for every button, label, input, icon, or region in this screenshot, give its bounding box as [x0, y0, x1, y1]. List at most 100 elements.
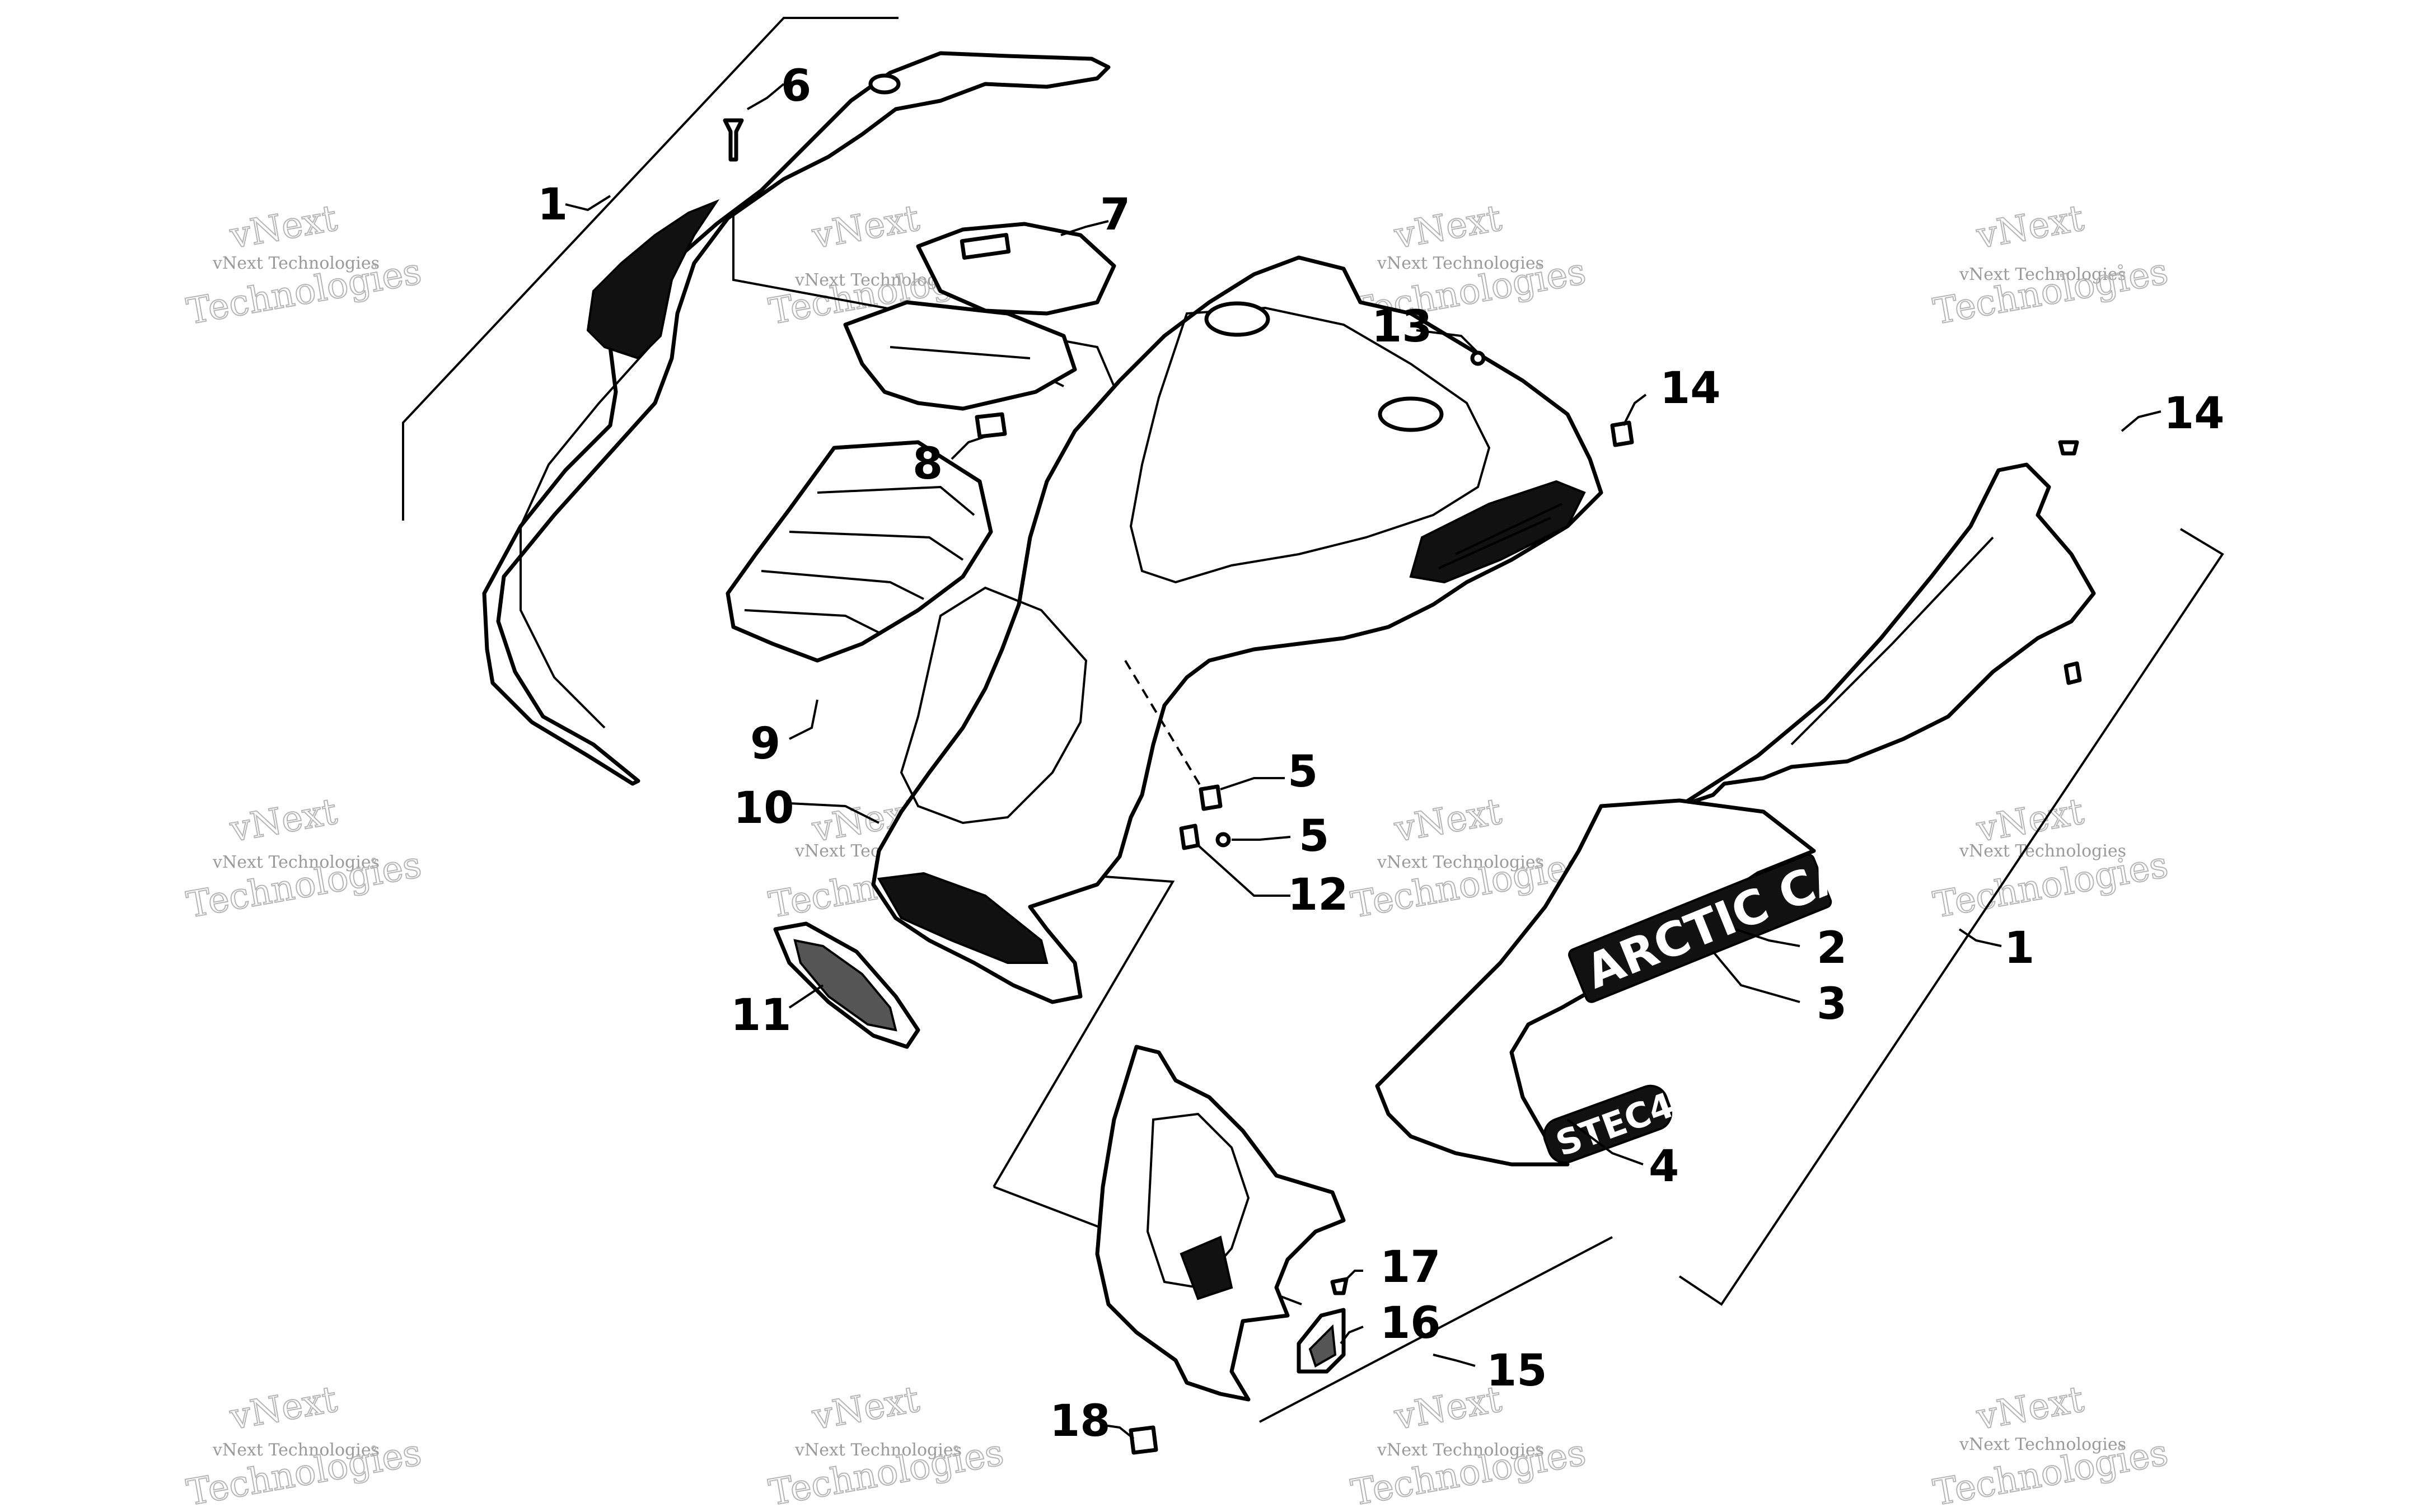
- watermark-small: vNext Technologies: [212, 853, 380, 872]
- part-cover-7: [843, 222, 1116, 411]
- vent-slat-2: [789, 531, 964, 561]
- clip-18-icon: [1129, 1425, 1158, 1455]
- watermark: vNext vNext Technologies Technologies: [183, 197, 425, 334]
- part-clip-8: [975, 412, 1007, 439]
- leader-4: [1566, 1118, 1644, 1165]
- leader-1a: [565, 195, 611, 212]
- lower-bezel-shell: [1095, 1045, 1346, 1402]
- leader-5b: [1232, 836, 1291, 841]
- bracket-lower-assembly: [993, 875, 1175, 1188]
- lower-bezel-gap: [1180, 1235, 1233, 1300]
- watermark-line1: vNext: [1973, 198, 2087, 257]
- lower-bezel-inner: [1146, 1112, 1250, 1289]
- callout-13: 13: [1372, 302, 1433, 352]
- callout-6: 6: [781, 61, 811, 111]
- watermark-line1: vNext: [227, 1379, 340, 1438]
- bracket-lower-assembly-3: [1259, 1236, 1613, 1423]
- clip-14-mid-icon: [1199, 784, 1223, 811]
- watermark-small: vNext Technologies: [1377, 853, 1544, 872]
- watermark-line1: vNext: [1391, 198, 1505, 257]
- callout-3: 3: [1817, 979, 1847, 1029]
- mesh-screen-inner: [793, 939, 897, 1032]
- nose-vent-stripe-2: [1438, 517, 1551, 569]
- clip-12-icon: [1179, 823, 1200, 850]
- watermark-small: vNext Technologies: [1377, 254, 1544, 273]
- nose-gauge-left: [1204, 301, 1270, 337]
- watermark: vNext vNext Technologies Technologies: [1347, 1378, 1589, 1512]
- watermark: vNext vNext Technologies Technologies: [1930, 197, 2172, 334]
- nose-inner-cockpit: [1129, 306, 1491, 584]
- callout-14-mid: 5: [1288, 747, 1318, 797]
- callouts: 1 6 7 8 9 10 11 13 14 14 5 5 12 2 3 1 4 …: [537, 61, 2225, 1447]
- leader-15: [1433, 1354, 1476, 1367]
- callout-14-top: 14: [1660, 363, 1721, 414]
- callout-17: 17: [1380, 1242, 1441, 1293]
- nose-lower-opening: [900, 586, 1088, 825]
- callout-7: 7: [1100, 190, 1130, 240]
- upper-hood-dark-strip: [586, 199, 720, 360]
- pin-13-icon: [1470, 350, 1486, 366]
- watermark-line1: vNext: [809, 198, 923, 257]
- leader-lines: [565, 83, 2161, 1440]
- watermark: vNext vNext Technologies Technologies: [765, 1378, 1007, 1512]
- callout-15: 15: [1486, 1346, 1547, 1396]
- cover-lower: [843, 300, 1077, 411]
- nose-mesh-grille: [877, 872, 1049, 964]
- screw-6-icon: [723, 118, 744, 162]
- nose-gauge-right: [1378, 396, 1444, 432]
- leader-14b: [1220, 777, 1285, 790]
- screw-5-top-icon: [2058, 440, 2079, 456]
- callout-12: 12: [1288, 870, 1349, 920]
- upper-hood-edge: [520, 346, 651, 729]
- arctic-cat-decal-bg: [1568, 853, 1832, 1003]
- nose-housing-shell: [871, 255, 1603, 1004]
- side-panel-upper: [1677, 462, 2096, 808]
- bracket-hood-assembly: [402, 17, 899, 521]
- nose-dashed-link: [1124, 659, 1210, 802]
- leader-14a: [1622, 394, 1647, 426]
- model-decal-bg: [1543, 1084, 1673, 1164]
- part-mesh-11: [773, 921, 920, 1049]
- callout-16: 16: [1380, 1298, 1441, 1349]
- clip-14-top-icon: [1610, 420, 1634, 447]
- cover-lower-line: [890, 346, 1031, 359]
- bolt-17-icon: [1330, 1277, 1349, 1295]
- leader-9: [789, 699, 818, 740]
- cover-label: [960, 233, 1011, 260]
- part-upper-hood: [482, 51, 1111, 786]
- bracket-side-panel-assembly: [1678, 528, 2224, 1306]
- watermark-line1: vNext: [809, 1379, 923, 1438]
- watermark-line1: vNext: [1391, 791, 1505, 850]
- callout-8: 8: [913, 439, 943, 489]
- callout-10: 10: [733, 783, 794, 834]
- watermark-line1: vNext: [227, 791, 340, 850]
- part-lower-bezel: [1095, 1045, 1346, 1402]
- callout-2: 2: [1817, 923, 1847, 973]
- nose-vent-right: [1409, 480, 1586, 584]
- part-nose-housing: [871, 255, 1603, 1004]
- callout-18: 18: [1050, 1396, 1111, 1447]
- clip-8: [975, 412, 1007, 439]
- clip-right-icon: [2064, 661, 2082, 685]
- leader-3: [1712, 951, 1800, 1003]
- callout-5-mid: 5: [1299, 811, 1329, 862]
- leader-8: [951, 436, 986, 460]
- leader-11: [788, 984, 824, 1009]
- vent-panel-frame: [726, 440, 993, 663]
- nose-vent-stripe-1: [1455, 503, 1562, 555]
- watermark-line1: vNext: [227, 198, 340, 257]
- watermark: vNext vNext Technologies Technologies: [183, 790, 425, 927]
- side-panel-upper-crease: [1790, 536, 1994, 746]
- leader-6: [747, 83, 785, 110]
- watermark-line1: vNext: [1973, 1379, 2087, 1438]
- vent-slat-3: [761, 570, 924, 600]
- watermark-small: vNext Technologies: [794, 1440, 962, 1460]
- callout-1-side: 1: [2004, 923, 2034, 973]
- watermark-small: vNext Technologies: [212, 1440, 380, 1460]
- watermark-small: vNext Technologies: [212, 254, 380, 273]
- watermark-small: vNext Technologies: [1959, 841, 2126, 861]
- leader-1b: [1958, 928, 2002, 947]
- leader-18: [1099, 1424, 1135, 1440]
- part-mesh-16: [1297, 1308, 1346, 1374]
